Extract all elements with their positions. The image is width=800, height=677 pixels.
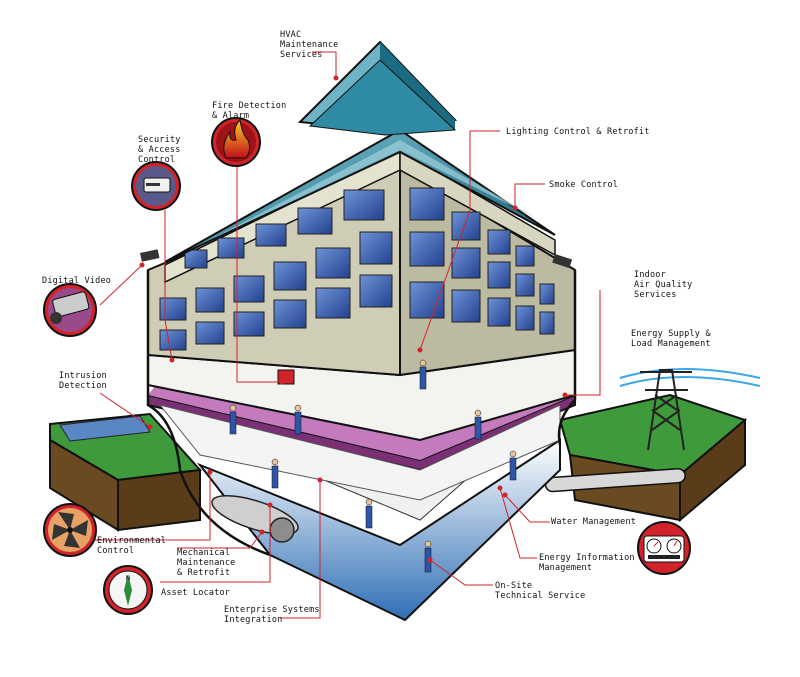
leader-dots [139,75,568,563]
label-energy-supply: Energy Supply &Load Management [631,329,711,349]
label-lighting-control: Lighting Control & Retrofit [506,127,650,137]
fire-icon [211,117,261,167]
roof [164,40,556,263]
svg-text:N: N [126,575,131,582]
compass-icon: N [103,565,153,615]
security-camera-icon [139,249,573,269]
label-digital-video: Digital Video [42,276,112,286]
left-ground [49,412,203,532]
left-windows [159,189,393,351]
label-water-management: Water Management [551,517,637,527]
right-cut-edge [557,270,577,446]
label-fire-detection: Fire Detection& Alarm [212,101,287,121]
left-cut-edge [146,270,271,557]
right-windows [409,187,555,335]
security-card-icon [131,161,181,211]
label-asset-locator: Asset Locator [161,588,231,598]
fan-icon [43,503,97,557]
label-smoke-control: Smoke Control [549,180,619,190]
gauges-icon [637,521,691,575]
transmission-tower-icon [619,368,761,451]
camera-icon [43,283,97,337]
right-ground [544,393,748,523]
leader-lines [95,51,601,619]
